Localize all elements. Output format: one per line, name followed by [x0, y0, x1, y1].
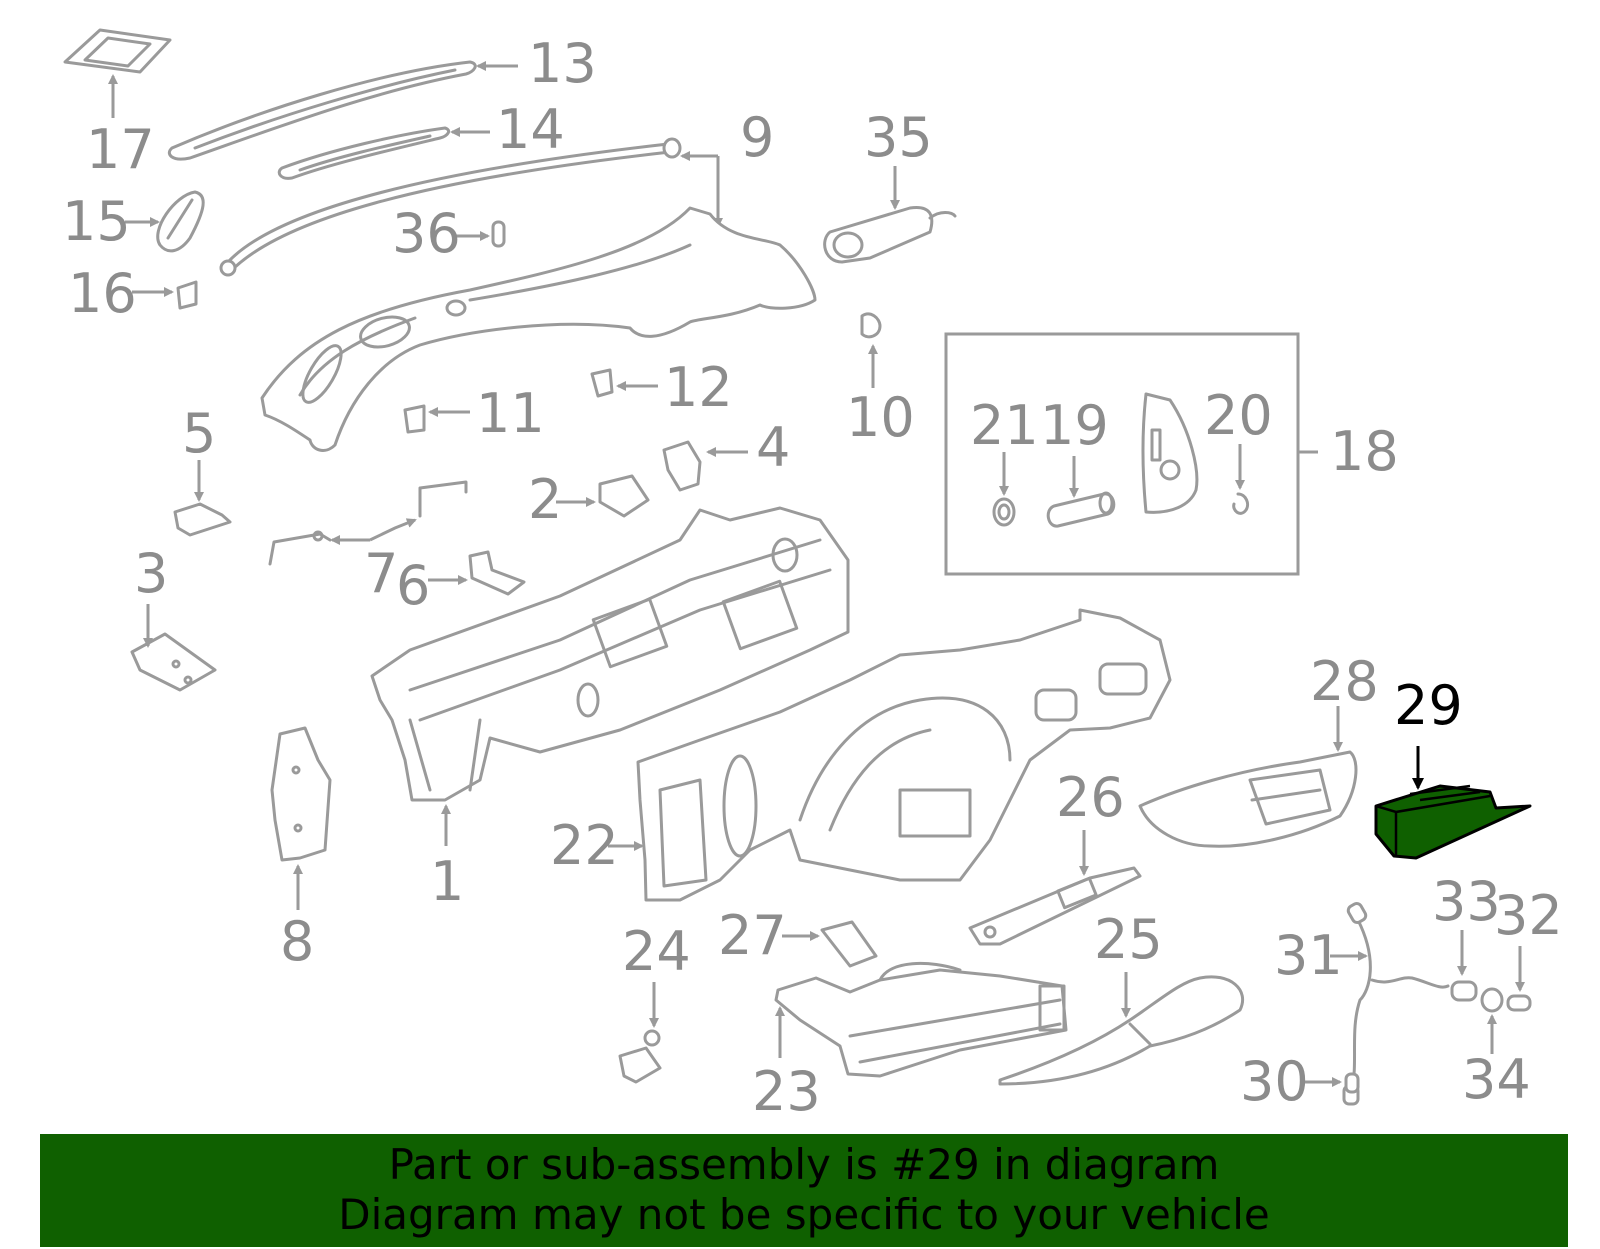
callout-27: 27	[718, 904, 787, 967]
part-14[interactable]	[277, 126, 451, 180]
callout-16: 16	[68, 262, 137, 325]
part-8[interactable]	[270, 726, 332, 862]
callout-28: 28	[1310, 650, 1379, 713]
part-4[interactable]	[662, 440, 702, 492]
callout-29: 29	[1394, 674, 1463, 737]
callout-32: 32	[1494, 884, 1563, 947]
callout-18: 18	[1330, 420, 1399, 483]
info-banner: Part or sub-assembly is #29 in diagram D…	[40, 1134, 1568, 1247]
part-22[interactable]	[636, 608, 1172, 902]
part-33[interactable]	[1450, 980, 1478, 1002]
callout-8: 8	[280, 910, 314, 973]
part-17[interactable]	[63, 28, 172, 74]
callout-1: 1	[430, 850, 464, 913]
callout-3: 3	[134, 542, 168, 605]
callout-12: 12	[664, 356, 733, 419]
callout-17: 17	[86, 118, 155, 181]
part-19[interactable]	[1046, 491, 1116, 528]
callout-33: 33	[1432, 870, 1501, 933]
part-32[interactable]	[1506, 994, 1532, 1012]
part-2[interactable]	[598, 474, 650, 518]
callout-36: 36	[392, 202, 461, 265]
callout-31: 31	[1274, 924, 1343, 987]
part-3[interactable]	[130, 632, 217, 692]
callout-2: 2	[528, 468, 562, 531]
part-7[interactable]	[268, 480, 468, 566]
banner-line-1: Part or sub-assembly is #29 in diagram	[388, 1140, 1220, 1189]
part-30[interactable]	[1344, 1072, 1360, 1094]
part-13[interactable]	[167, 60, 477, 161]
part-27[interactable]	[820, 920, 878, 968]
part-1[interactable]	[370, 506, 850, 802]
callout-35: 35	[864, 106, 933, 169]
part-34[interactable]	[1480, 987, 1504, 1013]
part-24[interactable]	[618, 1029, 662, 1084]
part-29[interactable]	[1374, 784, 1532, 860]
part-9[interactable]	[219, 137, 682, 277]
callout-19: 19	[1040, 394, 1109, 457]
callout-5: 5	[182, 402, 216, 465]
callout-25: 25	[1094, 908, 1163, 971]
part-11[interactable]	[403, 404, 426, 434]
part-20[interactable]	[1232, 492, 1250, 515]
part-5[interactable]	[173, 502, 232, 537]
part-36[interactable]	[491, 220, 506, 248]
callout-7: 7	[364, 542, 398, 605]
part-15[interactable]	[156, 190, 205, 253]
callout-14: 14	[496, 98, 565, 161]
part-35[interactable]	[823, 205, 957, 264]
banner-line-2: Diagram may not be specific to your vehi…	[338, 1190, 1270, 1239]
callout-34: 34	[1462, 1048, 1531, 1111]
part-16[interactable]	[176, 280, 198, 310]
callout-30: 30	[1240, 1050, 1309, 1113]
callout-13: 13	[528, 32, 597, 95]
instrument-panel-pad[interactable]	[260, 206, 817, 452]
part-10[interactable]	[860, 312, 882, 339]
callout-9: 9	[740, 106, 774, 169]
callout-23: 23	[752, 1060, 821, 1123]
part-23[interactable]	[774, 961, 1068, 1078]
part-6[interactable]	[468, 550, 526, 596]
callout-22: 22	[550, 814, 619, 877]
callout-26: 26	[1056, 766, 1125, 829]
arrow-7	[369, 518, 417, 542]
callout-4: 4	[756, 416, 790, 479]
callout-21: 21	[970, 394, 1039, 457]
part-bracket-18[interactable]	[1141, 392, 1199, 514]
part-12[interactable]	[590, 368, 614, 398]
callout-6: 6	[396, 554, 430, 617]
callout-20: 20	[1204, 384, 1273, 447]
callout-10: 10	[846, 386, 915, 449]
part-25[interactable]	[998, 975, 1244, 1086]
callout-15: 15	[62, 190, 131, 253]
callout-11: 11	[476, 382, 545, 445]
part-21[interactable]	[992, 497, 1016, 527]
part-28[interactable]	[1138, 750, 1358, 848]
part-26[interactable]	[968, 866, 1142, 946]
callout-24: 24	[622, 920, 691, 983]
